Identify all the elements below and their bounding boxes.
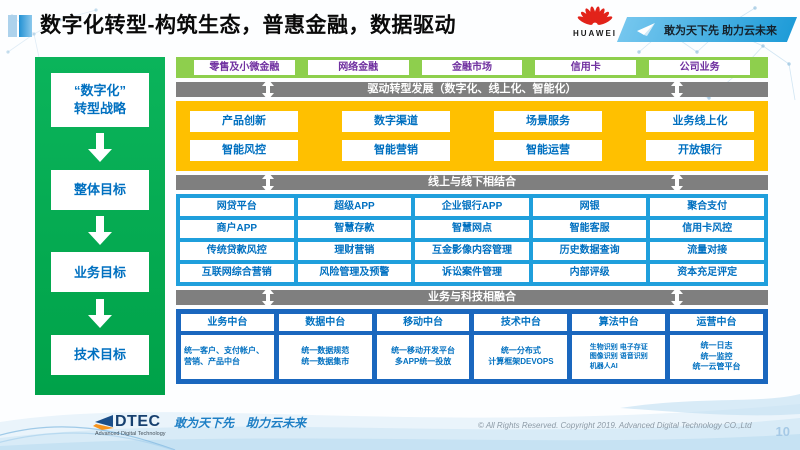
- app-cell: 聚合支付: [650, 198, 764, 216]
- double-arrow-icon: [671, 287, 683, 308]
- platform-detail: 统一分布式 计算框架DEVOPS: [474, 335, 568, 379]
- capability-cell: 数字渠道: [342, 111, 450, 132]
- app-cell: 流量对接: [650, 242, 764, 260]
- capability-cell: 场景服务: [494, 111, 602, 132]
- platform-column: 数据中台 统一数据规范 统一数据集市: [278, 314, 372, 379]
- capability-cell: 业务线上化: [646, 111, 754, 132]
- platform-detail: 生物识别 电子存证 图像识别 语音识别 机器人AI: [572, 335, 666, 379]
- capability-cell: 智能运营: [494, 140, 602, 161]
- double-arrow-icon: [671, 172, 683, 193]
- platform-title: 业务中台: [181, 314, 274, 331]
- strategy-step: 业务目标: [51, 252, 149, 293]
- capabilities-section: 产品创新 数字渠道 场景服务 业务线上化 智能风控 智能营销 智能运营 开放银行: [176, 101, 768, 171]
- down-arrow-icon: [88, 298, 112, 329]
- connector-bar-online-offline: 线上与线下相结合: [176, 172, 768, 193]
- app-cell: 信用卡风控: [650, 220, 764, 238]
- copyright-text: © All Rights Reserved. Copyright 2019. A…: [478, 421, 752, 430]
- business-lines-band: 零售及小微金融 网络金融 金融市场 信用卡 公司业务: [176, 57, 768, 78]
- connector-bar-drive: 驱动转型发展（数字化、线上化、智能化）: [176, 79, 768, 100]
- app-cell: 理财营销: [297, 242, 412, 260]
- app-cell: 智能客服: [532, 220, 647, 238]
- app-cell: 内部评级: [532, 264, 647, 282]
- adtec-logo: DTEC Advanced Digital Technology: [92, 413, 166, 437]
- strategy-sidebar: “数字化” 转型战略 整体目标 业务目标 技术目标: [35, 57, 165, 395]
- app-cell: 智慧网点: [415, 220, 529, 238]
- platform-column: 算法中台 生物识别 电子存证 图像识别 语音识别 机器人AI: [572, 314, 666, 379]
- platform-title: 算法中台: [572, 314, 666, 331]
- platform-detail: 统一日志 统一监控 统一云管平台: [670, 335, 763, 379]
- platform-column: 业务中台 统一客户、支付帐户、营销、产品中台: [181, 314, 274, 379]
- footer-slogan: 敢为天下先 助力云未来: [174, 416, 307, 430]
- double-arrow-icon: [262, 79, 274, 100]
- huawei-flower-icon: [577, 6, 613, 25]
- strategy-step: “数字化” 转型战略: [51, 73, 149, 127]
- platform-detail: 统一数据规范 统一数据集市: [278, 335, 372, 379]
- title-accent-bar-light: [8, 15, 17, 37]
- paper-plane-icon: [636, 23, 655, 36]
- app-cell: 传统贷款风控: [180, 242, 294, 260]
- scenario-apps-section: 网贷平台 超级APP 企业银行APP 网银 聚合支付 商户APP 智慧存款 智慧…: [176, 194, 768, 286]
- business-line-cell: 零售及小微金融: [194, 60, 295, 75]
- adtec-logo-text: DTEC: [115, 413, 161, 430]
- platform-detail: 统一移动开发平台 多APP统一投放: [376, 335, 470, 379]
- app-cell: 企业银行APP: [415, 198, 529, 216]
- connector-bar-biz-tech: 业务与科技相融合: [176, 287, 768, 308]
- platform-title: 数据中台: [278, 314, 372, 331]
- business-line-cell: 信用卡: [535, 60, 637, 75]
- slogan-banner: 敢为天下先 助力云未来: [616, 17, 798, 42]
- app-cell: 智慧存款: [297, 220, 412, 238]
- connector-bar-label: 驱动转型发展（数字化、线上化、智能化）: [367, 83, 577, 95]
- app-cell: 风险管理及预警: [297, 264, 412, 282]
- connector-bar-label: 线上与线下相结合: [428, 176, 516, 188]
- platform-title: 运营中台: [670, 314, 763, 331]
- double-arrow-icon: [262, 172, 274, 193]
- platform-detail: 统一客户、支付帐户、营销、产品中台: [181, 335, 274, 379]
- huawei-logo: HUAWEI: [566, 4, 624, 38]
- strategy-step: 整体目标: [51, 169, 149, 210]
- platform-column: 运营中台 统一日志 统一监控 统一云管平台: [670, 314, 763, 379]
- app-cell: 诉讼案件管理: [415, 264, 529, 282]
- app-cell: 超级APP: [297, 198, 412, 216]
- double-arrow-icon: [671, 79, 683, 100]
- main-diagram: 零售及小微金融 网络金融 金融市场 信用卡 公司业务 驱动转型发展（数字化、线上…: [176, 57, 768, 384]
- capability-cell: 智能风控: [190, 140, 298, 161]
- capability-cell: 产品创新: [190, 111, 298, 132]
- adtec-arrow-icon: [93, 415, 114, 430]
- platform-title: 移动中台: [376, 314, 470, 331]
- platform-column: 技术中台 统一分布式 计算框架DEVOPS: [474, 314, 568, 379]
- app-cell: 网银: [532, 198, 647, 216]
- huawei-logo-text: HUAWEI: [573, 29, 617, 38]
- adtec-logo-caption: Advanced Digital Technology: [95, 431, 166, 437]
- platform-title: 技术中台: [474, 314, 568, 331]
- connector-bar-label: 业务与科技相融合: [428, 291, 516, 303]
- app-cell: 资本充足评定: [650, 264, 764, 282]
- capability-cell: 开放银行: [646, 140, 754, 161]
- app-cell: 商户APP: [180, 220, 294, 238]
- page-number: 10: [775, 424, 790, 439]
- down-arrow-icon: [88, 133, 112, 163]
- app-cell: 互金影像内容管理: [415, 242, 529, 260]
- platform-column: 移动中台 统一移动开发平台 多APP统一投放: [376, 314, 470, 379]
- app-cell: 互联网综合营销: [180, 264, 294, 282]
- business-line-cell: 公司业务: [649, 60, 750, 75]
- page-title: 数字化转型-构筑生态，普惠金融，数据驱动: [40, 14, 456, 37]
- business-line-cell: 金融市场: [421, 60, 523, 75]
- double-arrow-icon: [262, 287, 274, 308]
- capability-cell: 智能营销: [342, 140, 450, 161]
- down-arrow-icon: [88, 215, 112, 246]
- strategy-step: 技术目标: [51, 334, 149, 375]
- banner-slogan: 敢为天下先 助力云未来: [663, 24, 778, 37]
- platforms-section: 业务中台 统一客户、支付帐户、营销、产品中台 数据中台 统一数据规范 统一数据集…: [176, 309, 768, 384]
- title-accent-bar-dark: [19, 15, 32, 37]
- app-cell: 网贷平台: [180, 198, 294, 216]
- business-line-cell: 网络金融: [307, 60, 409, 75]
- app-cell: 历史数据查询: [532, 242, 647, 260]
